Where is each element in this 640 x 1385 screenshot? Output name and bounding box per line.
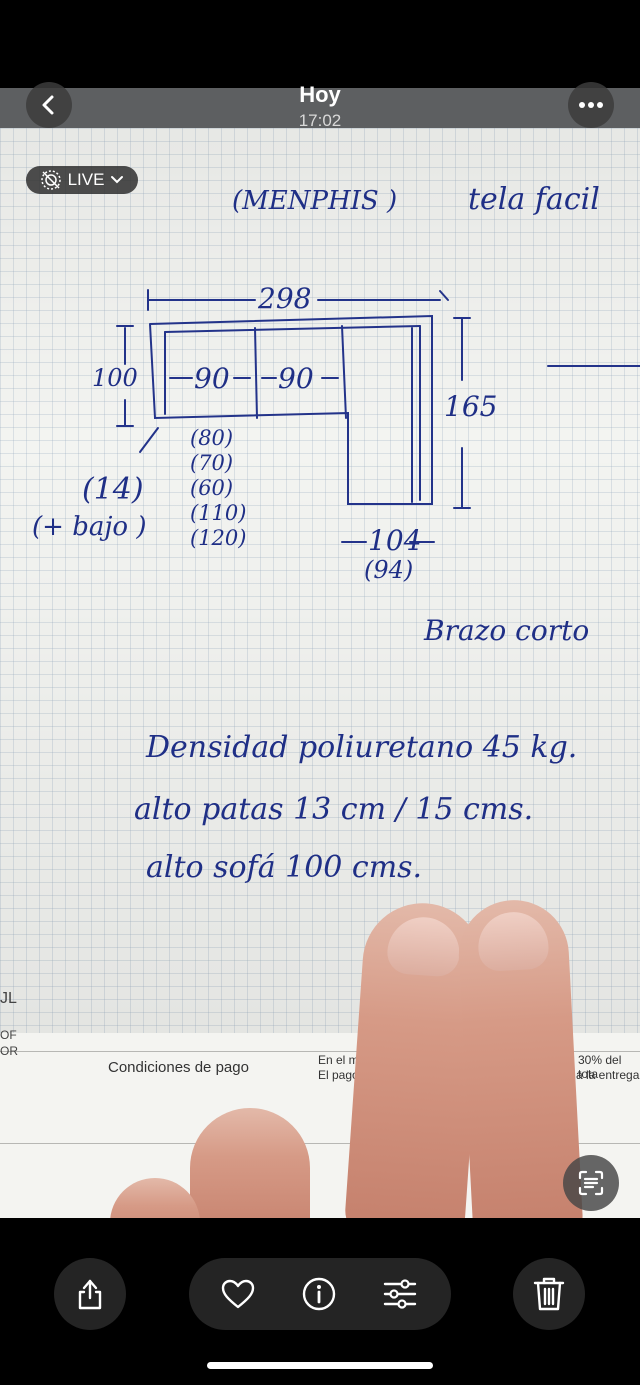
more-options-button[interactable]: [568, 82, 614, 128]
live-off-icon: [40, 170, 61, 190]
seat-options-list: (80) (70) (60) (110) (120): [190, 426, 250, 551]
favorite-button[interactable]: [213, 1269, 263, 1319]
sofa-sketch: [116, 289, 640, 543]
ellipsis-icon: [579, 102, 603, 108]
heart-icon: [221, 1279, 255, 1309]
action-pill: [189, 1258, 451, 1330]
thumb: [190, 1108, 310, 1218]
seat-option: (70): [190, 451, 234, 475]
dim-chaise-alt: (94): [364, 556, 414, 584]
seat-option: (120): [190, 526, 247, 550]
live-photo-toggle[interactable]: LIVE: [26, 166, 138, 194]
live-text-button[interactable]: [563, 1155, 619, 1211]
share-icon: [78, 1279, 102, 1310]
trash-icon: [533, 1277, 565, 1311]
arm-value: (14): [82, 472, 144, 507]
dim-seat-2: 90: [278, 362, 314, 395]
home-indicator[interactable]: [207, 1362, 433, 1369]
back-button[interactable]: [26, 82, 72, 128]
model-name: (MENPHIS ): [232, 186, 398, 216]
dim-chaise-width: 104: [368, 524, 422, 557]
delete-button[interactable]: [513, 1258, 585, 1330]
fabric-note: tela facil: [468, 182, 600, 217]
dim-depth: 100: [92, 364, 138, 392]
form-fragment: JL: [0, 990, 17, 1007]
text-scan-icon: [578, 1170, 604, 1196]
note-line-height: alto sofá 100 cms.: [146, 850, 423, 885]
seat-option: (60): [190, 476, 234, 500]
seat-option: (80): [190, 426, 234, 450]
paper-sheet: (MENPHIS ) tela facil 298 100 90 90 165 …: [0, 128, 640, 1218]
info-icon: [302, 1277, 336, 1311]
arm-type: Brazo corto: [424, 614, 590, 647]
note-line-density: Densidad poliuretano 45 kg.: [146, 730, 578, 765]
payment-right-1: 30% del tota: [578, 1053, 622, 1081]
edit-button[interactable]: [375, 1269, 425, 1319]
share-button[interactable]: [54, 1258, 126, 1330]
form-fragment: OF: [0, 1028, 17, 1042]
seat-option: (110): [190, 501, 247, 525]
arm-note: (+ bajo ): [32, 512, 147, 542]
photo-time: 17:02: [298, 111, 342, 130]
payment-right-2: a la entrega: [576, 1068, 640, 1082]
payment-label: Condiciones de pago: [108, 1059, 249, 1076]
chevron-down-icon: [111, 176, 124, 184]
info-button[interactable]: [294, 1269, 344, 1319]
form-fragment: OR: [0, 1044, 18, 1058]
dim-total-width: 298: [258, 282, 312, 315]
photo-date-title: Hoy: [299, 82, 341, 107]
dim-seat-1: 90: [194, 362, 230, 395]
chevron-left-icon: [42, 95, 54, 115]
note-line-legs: alto patas 13 cm / 15 cms.: [134, 792, 534, 827]
live-label: LIVE: [67, 170, 105, 189]
dim-chaise-length: 165: [444, 390, 498, 423]
adjust-icon: [383, 1279, 417, 1309]
photo-viewer[interactable]: (MENPHIS ) tela facil 298 100 90 90 165 …: [0, 88, 640, 1218]
